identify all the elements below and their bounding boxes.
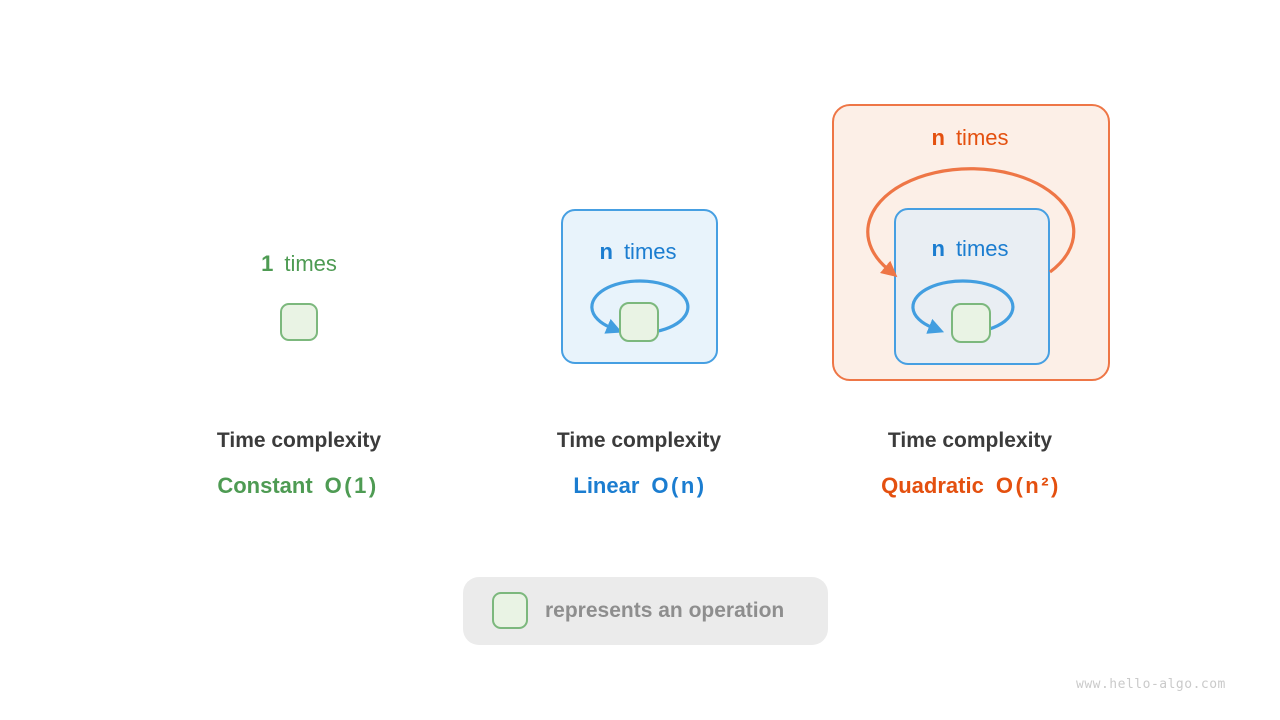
linear-complexity-name: Linear [573, 473, 640, 498]
constant-loop-word: times [284, 251, 337, 276]
operation-box-quadratic [951, 303, 991, 343]
quadratic-outer-loop-count: n [931, 125, 945, 150]
linear-big-o: O(n) [651, 473, 707, 498]
quadratic-complexity-name: Quadratic [881, 473, 984, 498]
linear-loop-count: n [599, 239, 613, 264]
watermark: www.hello-algo.com [1076, 677, 1226, 692]
quadratic-inner-loop-word: times [955, 236, 1009, 261]
legend-label: represents an operation [545, 599, 785, 622]
linear-panel-title: Time complexity [556, 429, 722, 452]
constant-complexity-name: Constant [217, 473, 313, 498]
constant-loop-count: 1 [261, 251, 274, 276]
quadratic-panel-title: Time complexity [887, 429, 1053, 452]
constant-panel-title: Time complexity [216, 429, 382, 452]
quadratic-inner-loop-count: n [931, 236, 945, 261]
quadratic-big-o: O(n²) [995, 473, 1061, 498]
constant-times-label: 1 times [261, 252, 337, 275]
quadratic-outer-loop-word: times [955, 125, 1009, 150]
linear-loop-word: times [623, 239, 677, 264]
constant-complexity-label: Constant O(1) [217, 474, 378, 498]
operation-box-legend-icon [492, 592, 528, 629]
operation-box-linear [619, 302, 659, 342]
constant-big-o: O(1) [324, 473, 379, 498]
quadratic-complexity-label: Quadratic O(n²) [881, 474, 1061, 498]
operation-box-constant [280, 303, 318, 341]
linear-complexity-label: Linear O(n) [573, 474, 706, 498]
